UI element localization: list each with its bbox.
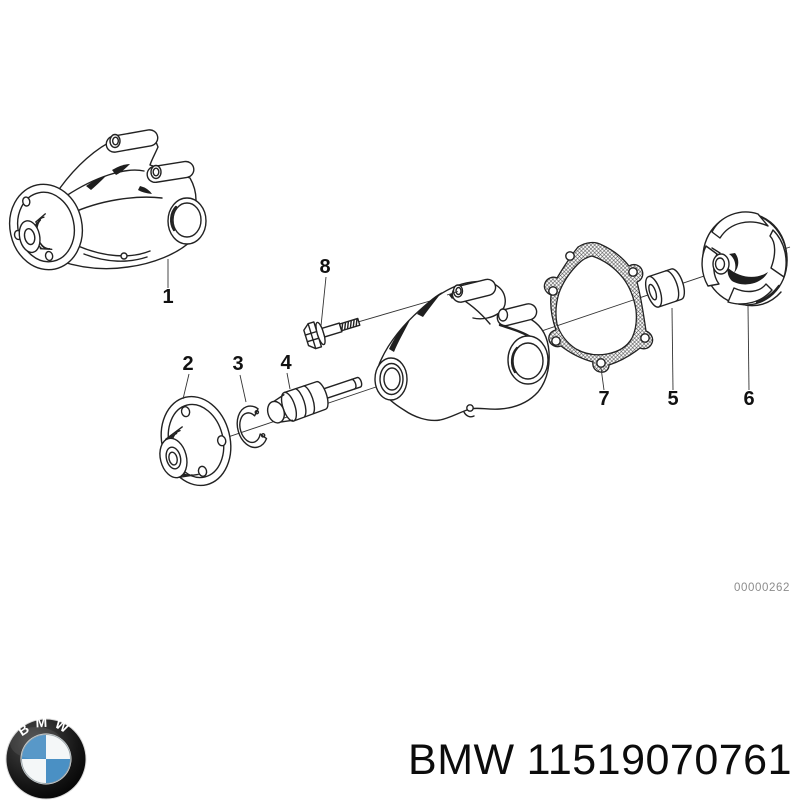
logo-quadrant-blue-tl [21, 734, 46, 759]
callout-4: 4 [280, 352, 292, 390]
callout-5: 5 [667, 307, 679, 410]
bmw-logo: BMW [5, 717, 87, 800]
part-snap-ring [236, 405, 268, 449]
part-number-title: BMW 11519070761 [408, 736, 792, 785]
part-number: 11519070761 [526, 736, 792, 784]
callout-label-5: 5 [667, 388, 678, 410]
callout-label-7: 7 [598, 388, 609, 410]
callout-1: 1 [162, 259, 174, 308]
brand-name: BMW [408, 736, 515, 784]
callout-8: 8 [319, 256, 331, 327]
logo-quadrant-white-bl [21, 759, 46, 784]
pump-housing-cover [374, 278, 550, 422]
part-water-pump-assembly [8, 129, 207, 271]
watermark-number: 00000262 [734, 582, 790, 594]
callout-label-1: 1 [162, 286, 173, 308]
callout-label-4: 4 [280, 352, 292, 374]
callout-3: 3 [232, 353, 247, 403]
part-seal-bushing [644, 268, 686, 308]
callout-label-2: 2 [182, 353, 193, 375]
part-pulley-flange [159, 395, 232, 487]
callout-6: 6 [743, 305, 755, 410]
exploded-parts-diagram: 1 2 3 4 8 7 5 6 [8, 129, 791, 487]
logo-quadrant-white-tr [46, 734, 71, 759]
callouts: 1 2 3 4 8 7 5 6 [162, 256, 754, 410]
part-bearing-shaft [266, 376, 363, 424]
part-impeller [701, 211, 788, 307]
part-gasket [543, 241, 654, 373]
callout-label-8: 8 [319, 256, 330, 278]
callout-7: 7 [598, 367, 610, 410]
logo-quadrant-blue-br [46, 759, 71, 784]
callout-2: 2 [182, 353, 194, 400]
callout-label-6: 6 [743, 388, 754, 410]
part-hex-bolt [303, 317, 361, 350]
callout-label-3: 3 [232, 353, 243, 375]
